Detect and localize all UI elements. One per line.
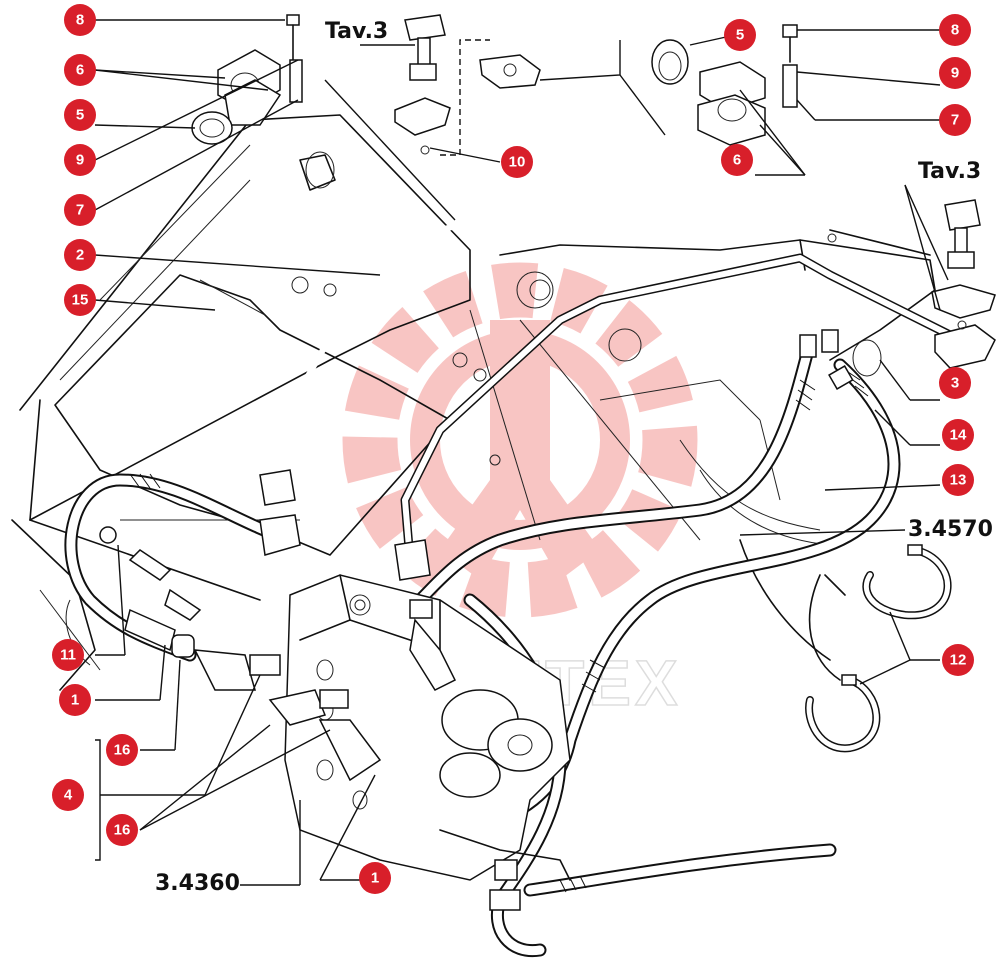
callout-1-left: 1: [59, 684, 91, 716]
pipe-2: [259, 52, 663, 506]
svg-text:3: 3: [951, 375, 959, 392]
svg-text:11: 11: [60, 647, 76, 664]
callout-13: 13: [942, 464, 974, 496]
callout-10: 10: [501, 146, 533, 178]
callout-8-left: 8: [64, 4, 96, 36]
svg-text:15: 15: [72, 292, 89, 309]
block-fittings: [99, 526, 521, 911]
clamp-6-right: [697, 61, 766, 146]
svg-text:4: 4: [64, 787, 73, 804]
ref-3-4570: 3.4570: [908, 517, 993, 542]
hose-clamp-12-upper: [862, 544, 952, 620]
callout-12: 12: [942, 644, 974, 676]
machine-frame: [11, 114, 936, 691]
hose-clamp-12-lower: [805, 674, 881, 753]
callout-11: 11: [52, 639, 84, 671]
callout-6-left: 6: [64, 54, 96, 86]
hose-fittings-top: [799, 329, 854, 390]
callout-4: 4: [52, 779, 84, 811]
svg-text:8: 8: [951, 22, 959, 39]
callout-15: 15: [64, 284, 96, 316]
mount-bracket-top: [479, 54, 541, 89]
callout-1-bottom: 1: [359, 862, 391, 894]
tav3-top-ref: Tav.3: [325, 19, 388, 44]
quick-coupler-top: [394, 14, 451, 155]
svg-text:16: 16: [114, 742, 131, 759]
svg-text:10: 10: [509, 154, 526, 171]
callout-9-left: 9: [64, 144, 96, 176]
callout-16-lower: 16: [106, 814, 138, 846]
leader-lines: [94, 19, 949, 886]
tav3-right-ref: Tav.3: [918, 159, 981, 184]
callout-2: 2: [64, 239, 96, 271]
svg-text:6: 6: [733, 152, 741, 169]
svg-text:6: 6: [76, 62, 84, 79]
clamp-6-left: [217, 49, 282, 126]
svg-text:5: 5: [76, 107, 84, 124]
svg-text:8: 8: [76, 12, 84, 29]
svg-text:1: 1: [71, 692, 79, 709]
svg-text:9: 9: [76, 152, 84, 169]
svg-text:7: 7: [951, 112, 959, 129]
bolt-8-left: [286, 14, 300, 61]
quick-coupler-right: [931, 199, 996, 369]
callout-5-right: 5: [724, 19, 756, 51]
valve-block: [284, 574, 571, 881]
svg-text:14: 14: [950, 427, 967, 444]
callout-6-right: 6: [721, 144, 753, 176]
grommet-5-right: [651, 39, 689, 85]
svg-text:16: 16: [114, 822, 131, 839]
svg-text:13: 13: [950, 472, 967, 489]
svg-text:5: 5: [736, 27, 744, 44]
callout-9-right: 9: [939, 57, 971, 89]
callout-7-left: 7: [64, 194, 96, 226]
pipe-3: [394, 253, 955, 581]
pin-7-left: [289, 59, 303, 103]
callout-14: 14: [942, 419, 974, 451]
svg-text:1: 1: [371, 870, 379, 887]
callout-3: 3: [939, 367, 971, 399]
callout-7-right: 7: [939, 104, 971, 136]
bolt-8-right: [782, 24, 798, 108]
svg-text:2: 2: [76, 247, 84, 264]
callout-16-upper: 16: [106, 734, 138, 766]
svg-text:9: 9: [951, 65, 959, 82]
callout-8-right: 8: [939, 14, 971, 46]
svg-text:7: 7: [76, 202, 84, 219]
ref-3-4360: 3.4360: [155, 871, 240, 896]
svg-text:12: 12: [950, 652, 967, 669]
hose-13: [413, 343, 816, 607]
callout-5-left: 5: [64, 99, 96, 131]
